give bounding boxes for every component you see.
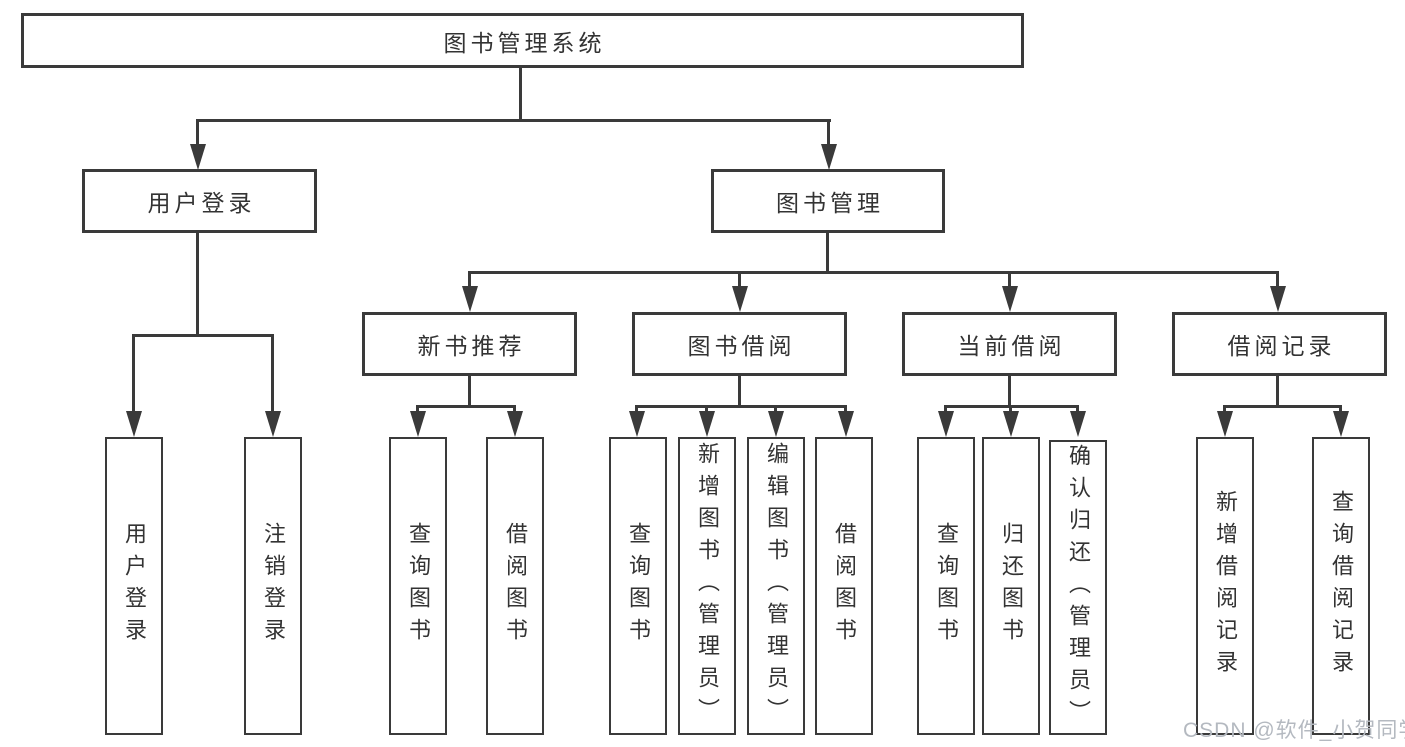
connector-line <box>416 405 516 408</box>
connector-line <box>468 271 471 288</box>
node-label: 图书借阅 <box>687 333 796 359</box>
connector-line <box>635 405 847 408</box>
arrow-down-icon <box>768 411 784 437</box>
leaf-edit-book-admin: 编辑图书（管理员） <box>747 437 805 735</box>
connector-line <box>826 232 829 272</box>
arrow-down-icon <box>1003 411 1019 437</box>
leaf-label: 归还图书 <box>999 522 1024 650</box>
node-borrowing-records: 借阅记录 <box>1172 312 1387 376</box>
connector-line <box>1223 405 1226 415</box>
leaf-add-borrow-record: 新增借阅记录 <box>1196 437 1254 735</box>
connector-line <box>1276 375 1279 408</box>
leaf-label: 查询图书 <box>934 522 959 650</box>
connector-line <box>468 271 1279 274</box>
connector-line <box>519 68 522 120</box>
connector-line <box>635 405 638 415</box>
connector-line <box>1276 271 1279 288</box>
arrow-down-icon <box>462 286 478 312</box>
node-new-book-recommendation: 新书推荐 <box>362 312 577 376</box>
arrow-down-icon <box>1070 411 1086 437</box>
arrow-down-icon <box>1333 411 1349 437</box>
leaf-borrow-books-2: 借阅图书 <box>815 437 873 735</box>
leaf-query-books-1: 查询图书 <box>389 437 447 735</box>
connector-line <box>844 405 847 415</box>
leaf-query-books-3: 查询图书 <box>917 437 975 735</box>
leaf-label: 编辑图书（管理员） <box>764 442 789 730</box>
arrow-down-icon <box>507 411 523 437</box>
connector-line <box>1008 271 1011 288</box>
node-label: 图书管理 <box>776 190 884 216</box>
arrow-down-icon <box>410 411 426 437</box>
node-user-login: 用户登录 <box>82 169 317 233</box>
connector-line <box>944 405 947 415</box>
connector-line <box>1339 405 1342 415</box>
leaf-confirm-return-admin: 确认归还（管理员） <box>1049 440 1107 735</box>
leaf-label: 借阅图书 <box>503 522 528 650</box>
connector-line <box>196 119 199 149</box>
connector-line <box>196 119 831 122</box>
leaf-return-books: 归还图书 <box>982 437 1040 735</box>
node-label: 图书管理系统 <box>443 29 606 56</box>
node-current-borrowing: 当前借阅 <box>902 312 1117 376</box>
connector-line <box>774 405 777 415</box>
connector-line <box>513 405 516 415</box>
node-label: 借阅记录 <box>1227 333 1336 359</box>
arrow-down-icon <box>938 411 954 437</box>
arrow-down-icon <box>1270 286 1286 312</box>
arrow-down-icon <box>126 411 142 437</box>
node-label: 当前借阅 <box>957 333 1066 359</box>
connector-line <box>827 119 830 149</box>
arrow-down-icon <box>190 144 206 170</box>
arrow-down-icon <box>838 411 854 437</box>
leaf-label: 新增图书（管理员） <box>695 442 720 730</box>
arrow-down-icon <box>699 411 715 437</box>
connector-line <box>416 405 419 415</box>
connector-line <box>468 375 471 408</box>
arrow-down-icon <box>629 411 645 437</box>
connector-line <box>1223 405 1341 408</box>
connector-line <box>1008 375 1011 408</box>
leaf-label: 用户登录 <box>122 522 147 650</box>
connector-line <box>271 334 274 414</box>
leaf-query-books-2: 查询图书 <box>609 437 667 735</box>
connector-line <box>132 334 274 337</box>
node-book-management: 图书管理 <box>711 169 945 233</box>
leaf-label: 借阅图书 <box>832 522 857 650</box>
leaf-add-book-admin: 新增图书（管理员） <box>678 437 736 735</box>
connector-line <box>705 405 708 415</box>
arrow-down-icon <box>265 411 281 437</box>
leaf-label: 注销登录 <box>261 522 286 650</box>
arrow-down-icon <box>821 144 837 170</box>
leaf-query-borrow-record: 查询借阅记录 <box>1312 437 1370 735</box>
node-library-system: 图书管理系统 <box>21 13 1024 68</box>
connector-line <box>132 334 135 414</box>
connector-line <box>196 232 199 335</box>
arrow-down-icon <box>1002 286 1018 312</box>
connector-line <box>1076 405 1079 415</box>
connector-line <box>738 375 741 408</box>
node-book-borrowing: 图书借阅 <box>632 312 847 376</box>
leaf-label: 查询图书 <box>406 522 431 650</box>
arrow-down-icon <box>732 286 748 312</box>
leaf-borrow-books-1: 借阅图书 <box>486 437 544 735</box>
leaf-label: 查询借阅记录 <box>1329 490 1354 682</box>
leaf-user-login: 用户登录 <box>105 437 163 735</box>
leaf-logout: 注销登录 <box>244 437 302 735</box>
arrow-down-icon <box>1217 411 1233 437</box>
connector-line <box>1009 405 1012 415</box>
node-label: 新书推荐 <box>417 333 526 359</box>
leaf-label: 新增借阅记录 <box>1213 490 1238 682</box>
leaf-label: 查询图书 <box>626 522 651 650</box>
connector-line <box>738 271 741 288</box>
watermark: CSDN @软件_小贺同学 <box>1183 719 1405 742</box>
node-label: 用户登录 <box>147 190 256 216</box>
leaf-label: 确认归还（管理员） <box>1066 443 1091 732</box>
